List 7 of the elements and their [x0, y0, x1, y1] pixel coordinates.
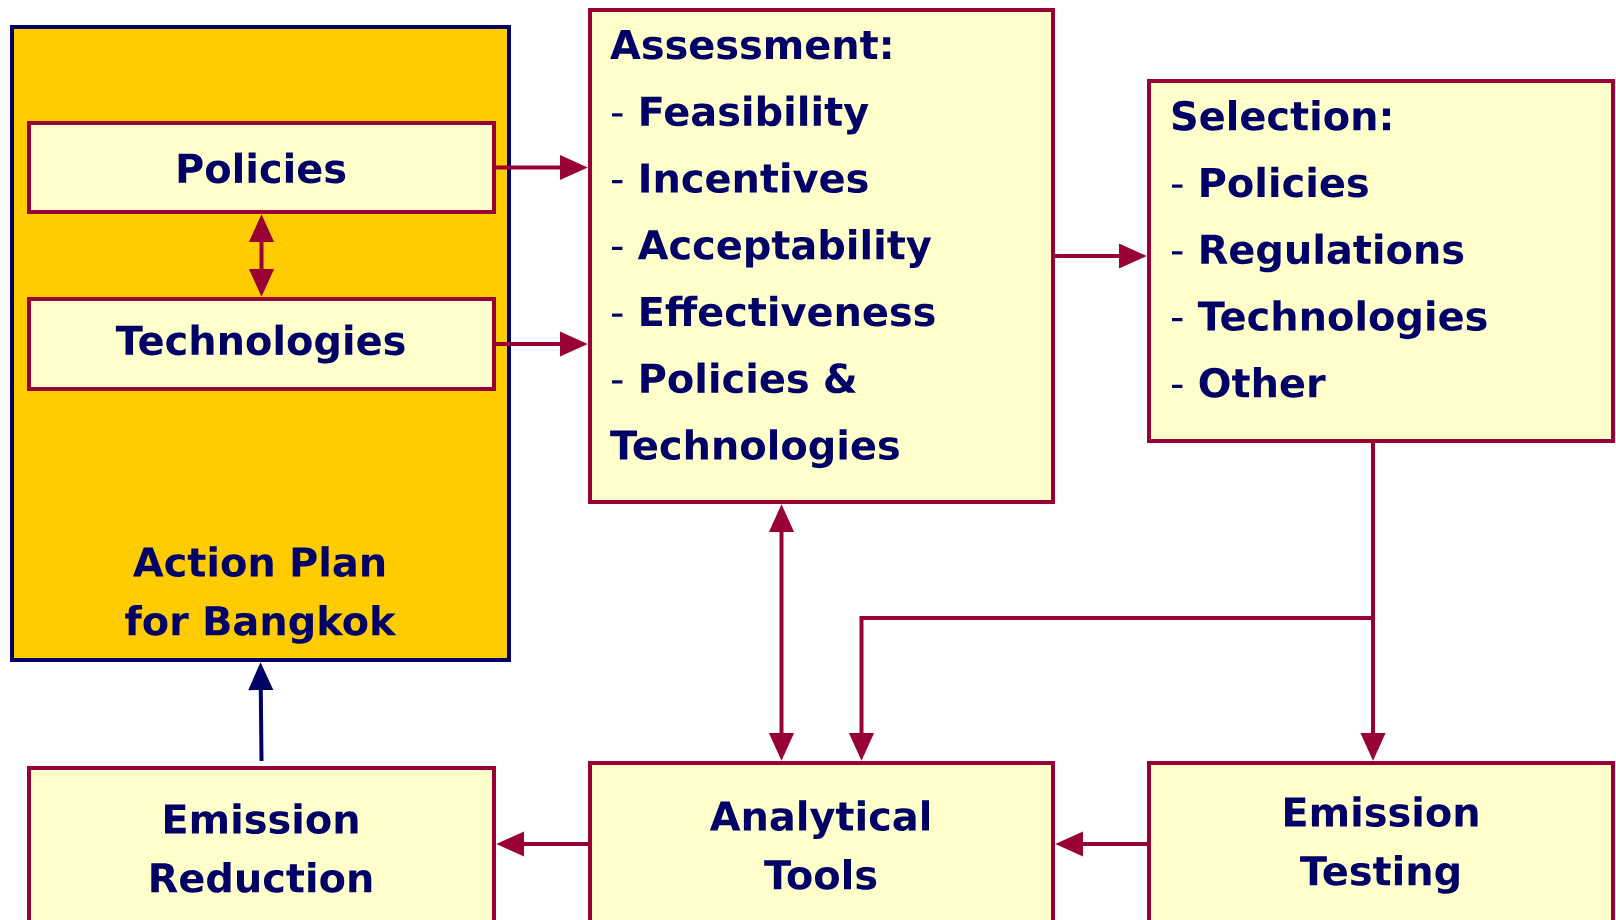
process-box: Technologies [27, 297, 496, 391]
process-box: Emission Testing [1147, 761, 1615, 920]
list-box: Assessment: - Feasibility - Incentives - Acceptability - Effectiveness - Policies & Technologies [588, 8, 1055, 504]
process-box: Analytical Tools [588, 761, 1055, 920]
process-box: Policies [27, 121, 496, 214]
process-box: Emission Reduction [27, 766, 496, 920]
list-box: Selection: - Policies - Regulations - Technologies - Other [1147, 79, 1615, 443]
